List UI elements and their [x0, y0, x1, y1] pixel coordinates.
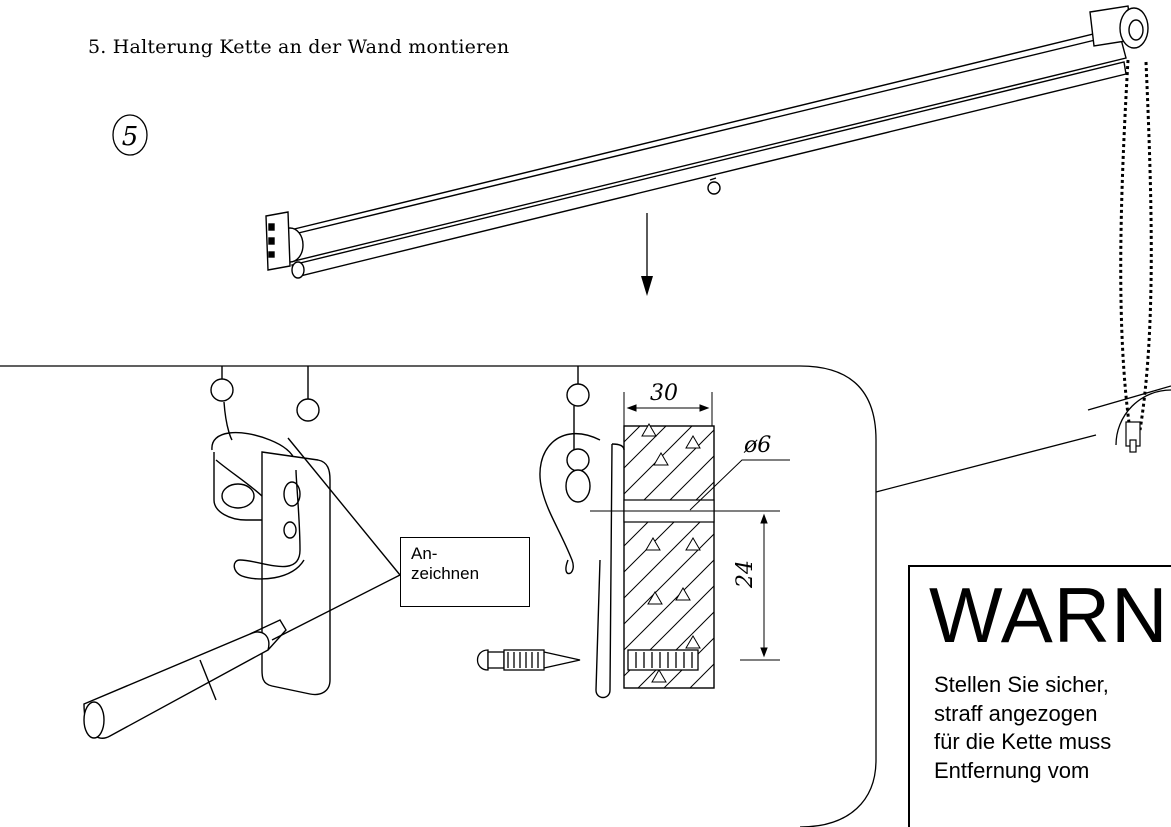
dimension-top-width: 30: [650, 381, 678, 406]
warning-panel: WARNU Stellen Sie sicher, straff angezog…: [908, 565, 1171, 827]
mark-callout-line1: An-: [411, 544, 438, 563]
dimension-vertical-offset: 24: [733, 560, 758, 589]
dimension-lines: [590, 392, 790, 661]
screw-and-dowel: [476, 649, 699, 671]
mark-callout-line2: zeichnen: [411, 564, 480, 583]
roller-blind: [265, 5, 1149, 279]
step-marker-number: 5: [122, 122, 139, 152]
warning-title: WARNU: [929, 571, 1171, 659]
bead-chain: [1119, 59, 1153, 453]
detail-zoom-frame: [0, 365, 1171, 827]
down-arrow-icon: [641, 213, 653, 296]
mark-callout: An- zeichnen: [400, 537, 530, 607]
step-title: 5. Halterung Kette an der Wand montieren: [88, 36, 510, 58]
dimension-hole-diameter: ø6: [743, 433, 771, 458]
chain-bracket-marking: [83, 366, 401, 739]
wall-cross-section: [623, 423, 715, 689]
warning-text: Stellen Sie sicher, straff angezogen für…: [934, 672, 1112, 783]
chain-hook-on-wall: [539, 366, 625, 699]
step-marker: 5: [112, 114, 148, 156]
